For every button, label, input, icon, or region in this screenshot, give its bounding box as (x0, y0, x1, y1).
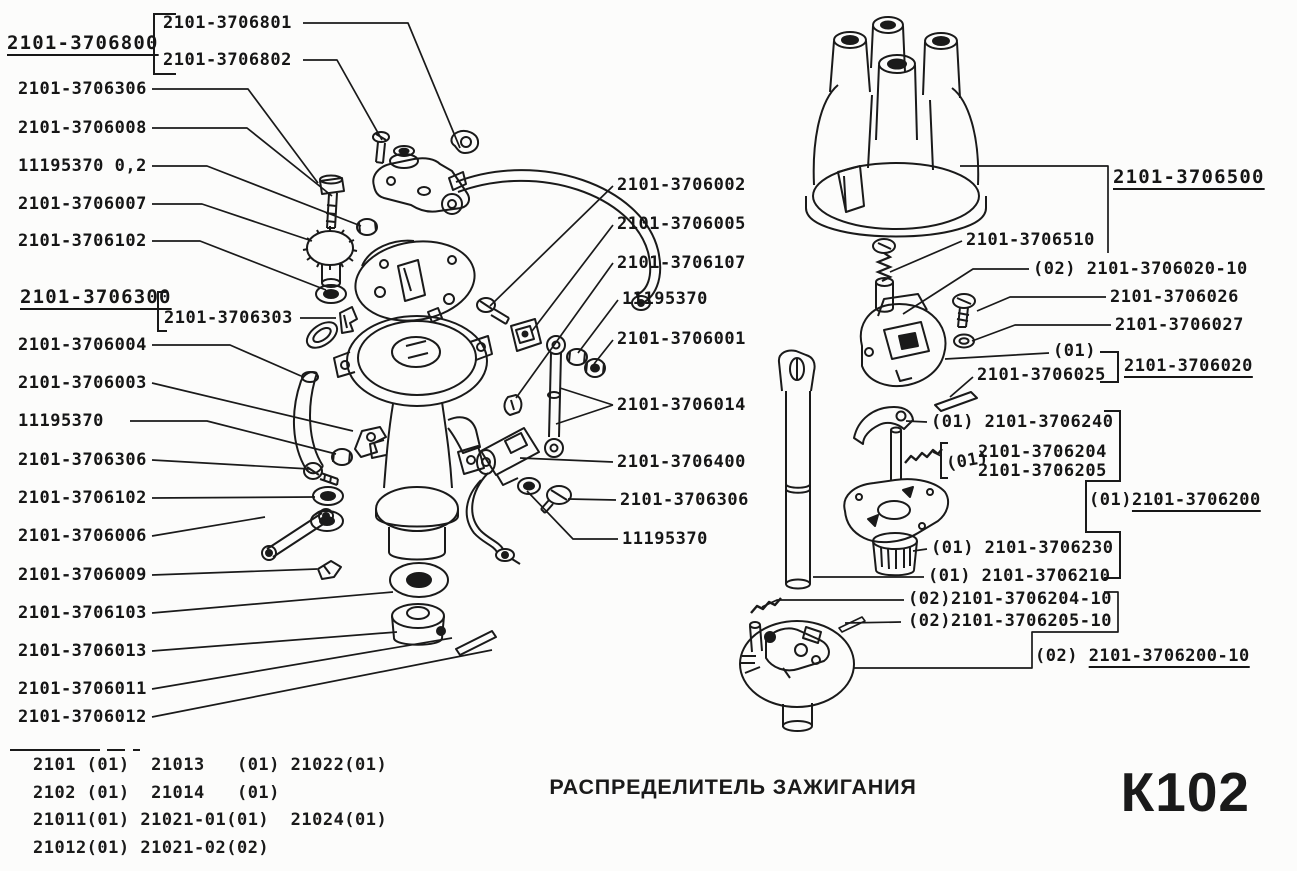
part-label: (01) 2101-3706230 (931, 538, 1114, 558)
part-label: 2101-3706003 (18, 373, 147, 393)
part-label: 2101-3706014 (617, 395, 746, 415)
distributor-cap-drawing (805, 16, 987, 238)
part-label: 2101-3706107 (617, 253, 746, 273)
part-label: (01) (1053, 341, 1096, 361)
part-label: 2101-3706500 (1113, 166, 1265, 188)
part-label: 11195370 (622, 289, 708, 309)
bolt-gear-drawing (302, 174, 358, 304)
part-label: 2101-3706005 (617, 214, 746, 234)
part-label: 2101-3706400 (617, 452, 746, 472)
part-label: 2101-3706303 (164, 308, 293, 328)
part-label: (02) 2101-3706020-10 (1033, 259, 1248, 279)
advance-mechanism-drawing (750, 391, 978, 633)
part-label: 2101-3706009 (18, 565, 147, 585)
capacitor-drawing (465, 427, 540, 565)
table-row: 21011(01) 21021-01(01) 21024(01) (33, 810, 388, 831)
part-label: (01) 2101-3706210 (928, 566, 1111, 586)
part-label: 2101-3706102 (18, 488, 147, 508)
drive-shaft-drawing (777, 349, 816, 590)
part-label: 2101-3706013 (18, 641, 147, 661)
housing-drawing (333, 315, 497, 656)
part-label: 2101-3706800 (7, 32, 159, 54)
part-label: 11195370 0,2 (18, 156, 147, 176)
part-label: 11195370 (18, 411, 104, 431)
part-label: 2101-3706802 (163, 50, 292, 70)
tie-link-drawing (544, 335, 606, 458)
part-label: 2101-3706306 (18, 79, 147, 99)
breaker-plate-drawing (739, 620, 855, 732)
part-label: 2101-3706020 (1124, 356, 1253, 376)
part-label: 2101-3706306 (620, 490, 749, 510)
part-label: 2101-3706027 (1115, 315, 1244, 335)
rotor-drawing (859, 293, 947, 387)
page-code: К102 (1120, 761, 1250, 823)
left-small-parts-drawing (261, 306, 387, 580)
terminal-parts-drawing (476, 297, 572, 514)
part-label: (01) 2101-3706240 (931, 412, 1114, 432)
part-label: 2101-3706300 (20, 286, 172, 308)
part-label: 2101-3706004 (18, 335, 147, 355)
part-label: 2101-3706001 (617, 329, 746, 349)
part-label: (02)2101-3706204-10 (908, 589, 1112, 609)
part-label: 2101-3706025 (977, 365, 1106, 385)
part-label: (02)2101-3706205-10 (908, 611, 1112, 631)
part-label: 2101-3706011 (18, 679, 147, 699)
part-label: 2101-3706002 (617, 175, 746, 195)
part-label: 2101-3706006 (18, 526, 147, 546)
group-brackets (153, 13, 1121, 579)
part-label: 2101-3706510 (966, 230, 1095, 250)
part-label: 2101-3706102 (18, 231, 147, 251)
applicability-table: 2101 (01) 21013 (01) 21022(01) 2102 (01) … (33, 752, 387, 863)
carbon-brush-drawing (872, 238, 896, 313)
leader-lines-right (761, 165, 1119, 669)
part-label: 2101-3706205 (978, 461, 1107, 481)
part-label: 2101-3706007 (18, 194, 147, 214)
leader-lines-middle (489, 185, 619, 540)
table-row: 2102 (01) 21014 (01) (33, 782, 280, 803)
part-label: (02) 2101-3706200-10 (1035, 646, 1250, 666)
screw-washer-drawing (952, 293, 976, 349)
part-label: 2101-3706026 (1110, 287, 1239, 307)
part-label: 2101-3706008 (18, 118, 147, 138)
part-label: 2101-3706103 (18, 603, 147, 623)
part-label: 2101-3706801 (163, 13, 292, 33)
table-row: 2101 (01) 21013 (01) 21022(01) (33, 755, 388, 775)
part-label: 11195370 (622, 529, 708, 549)
part-label: 2101-3706012 (18, 707, 147, 727)
part-label: 2101-3706204 (978, 442, 1107, 462)
leader-lines-left (130, 22, 493, 718)
part-label: 2101-3706306 (18, 450, 147, 470)
octane-plate-drawing (356, 130, 662, 311)
part-label: (01)2101-3706200 (1089, 490, 1261, 510)
upper-disc-drawing (354, 239, 476, 323)
table-row: 21012(01) 21021-02(02) (33, 838, 270, 859)
drawing-title: РАСПРЕДЕЛИТЕЛЬ ЗАЖИГАНИЯ (549, 775, 917, 799)
